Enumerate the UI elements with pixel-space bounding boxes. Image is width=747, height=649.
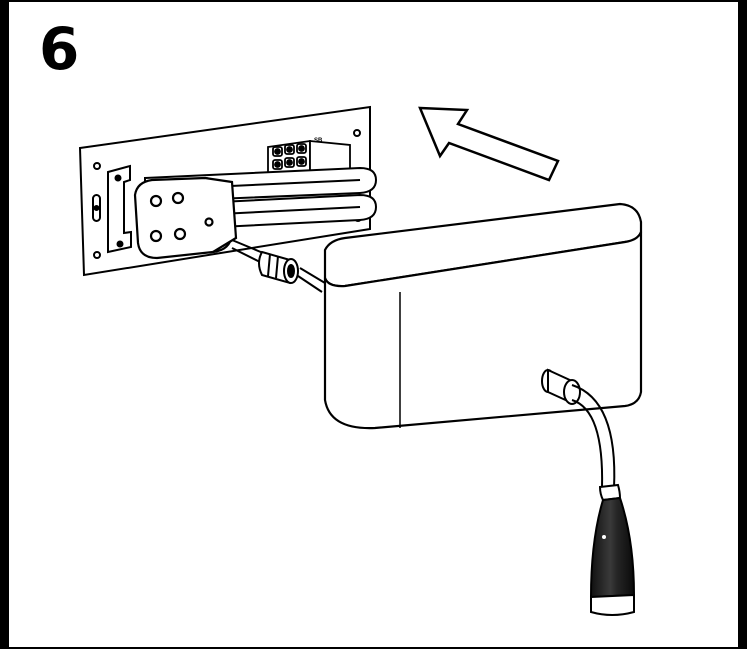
side-bracket [107, 164, 132, 254]
cable-gland [258, 250, 299, 285]
reading-light-mount [541, 368, 581, 405]
lamp-socket [133, 176, 238, 260]
gooseneck-arm [571, 384, 616, 489]
step-number: 6 [39, 15, 80, 83]
plate-label: SB [314, 138, 323, 144]
reading-light-head [589, 483, 636, 616]
lamp-cover-housing [323, 202, 643, 430]
direction-arrow-icon [418, 106, 560, 182]
power-cable [231, 239, 326, 293]
